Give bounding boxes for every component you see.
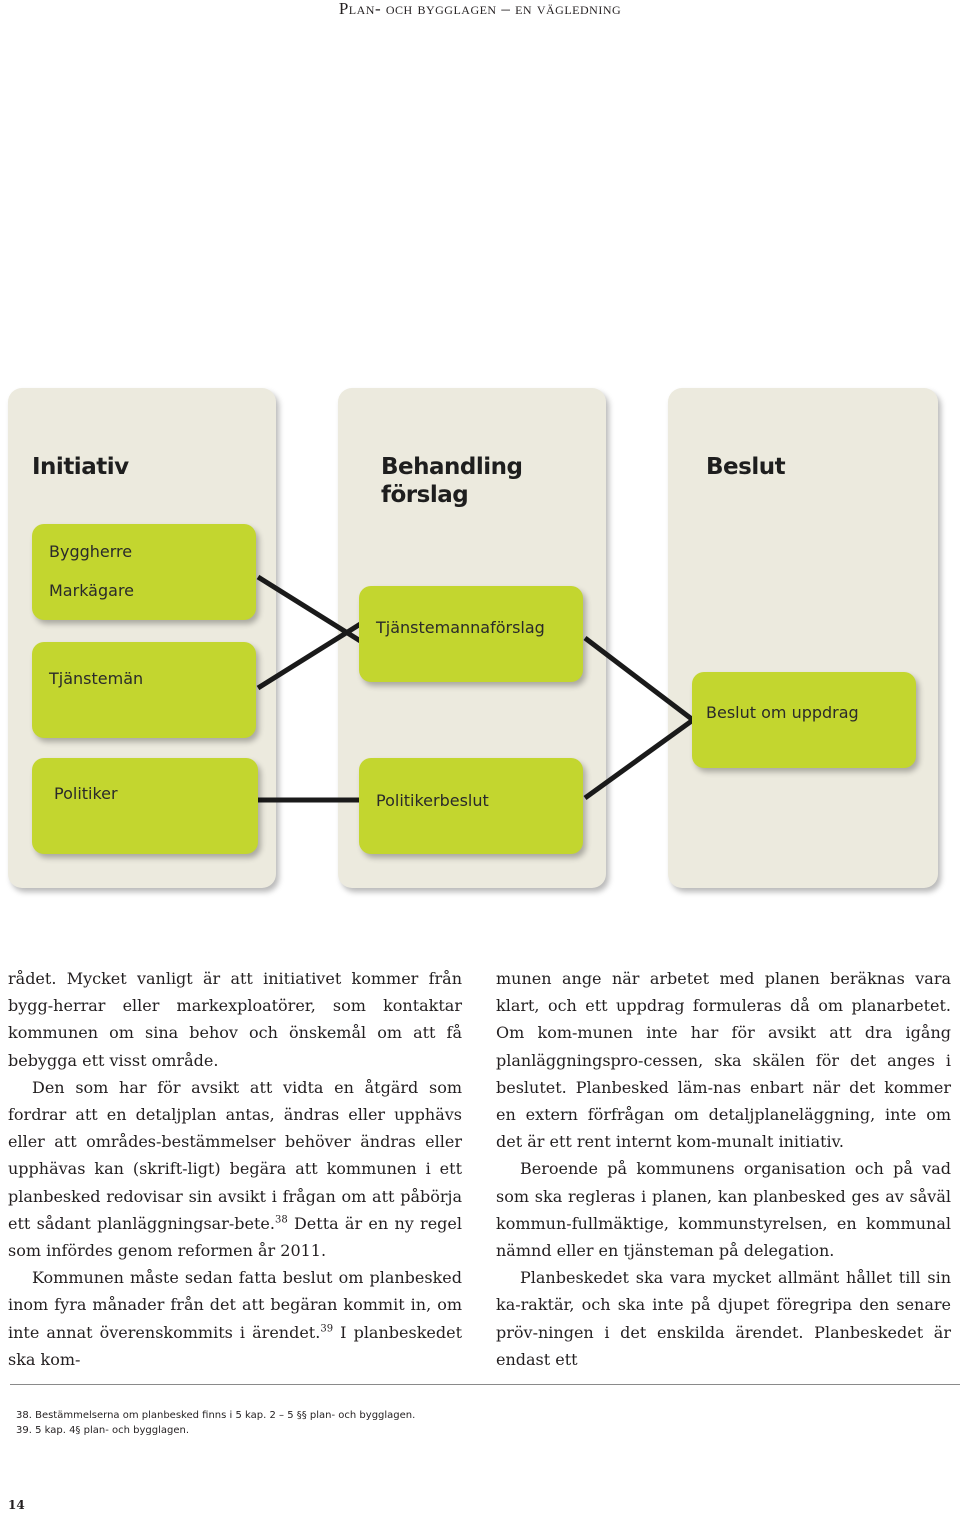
connector-to-decision-bottom — [583, 717, 695, 801]
paragraph: Den som har för avsikt att vidta en åtgä… — [8, 1077, 462, 1261]
text-column-left: rådet. Mycket vanligt är att initiativet… — [8, 965, 462, 1373]
paragraph: rådet. Mycket vanligt är att initiativet… — [8, 969, 462, 1070]
footnote-divider — [10, 1384, 960, 1385]
box-officials: Tjänstemän — [32, 642, 256, 738]
process-diagram: Initiativ Behandling förslag Beslut Bygg… — [0, 380, 960, 900]
paragraph: munen ange när arbetet med planen beräkn… — [496, 969, 951, 1152]
column-title-initiative: Initiativ — [32, 454, 129, 480]
footnote-ref: 39 — [320, 1323, 334, 1335]
box-decision-assignment: Beslut om uppdrag — [692, 672, 916, 768]
paragraph: Planbeskedet ska vara mycket allmänt hål… — [496, 1268, 951, 1369]
footnotes: 38. Bestämmelserna om planbesked finns i… — [16, 1408, 415, 1438]
box-political-decision: Politikerbeslut — [359, 758, 583, 854]
column-title-treatment: Behandling förslag — [381, 454, 523, 508]
box-official-proposal: Tjänstemannaförslag — [359, 586, 583, 682]
footnote-39: 39. 5 kap. 4§ plan- och bygglagen. — [16, 1425, 190, 1436]
text-column-right: munen ange när arbetet med planen beräkn… — [496, 965, 951, 1373]
column-title-decision: Beslut — [706, 454, 786, 480]
page-number: 14 — [8, 1498, 25, 1512]
box-politicians: Politiker — [32, 758, 258, 854]
paragraph: Beroende på kommunens organisation och p… — [496, 1159, 951, 1261]
box-developer-landowner: Byggherre Markägare — [32, 524, 256, 620]
footnote-ref: 38 — [274, 1214, 288, 1226]
connector-lines — [256, 574, 695, 803]
column-decision: Beslut — [668, 388, 938, 888]
connector-to-decision-top — [583, 636, 695, 722]
footnote-38: 38. Bestämmelserna om planbesked finns i… — [16, 1410, 416, 1421]
paragraph: Kommunen måste sedan fatta beslut om pla… — [8, 1268, 462, 1369]
connector-mid — [256, 620, 364, 691]
running-head: Plan- och bygglagen – en vägledning — [338, 0, 622, 18]
